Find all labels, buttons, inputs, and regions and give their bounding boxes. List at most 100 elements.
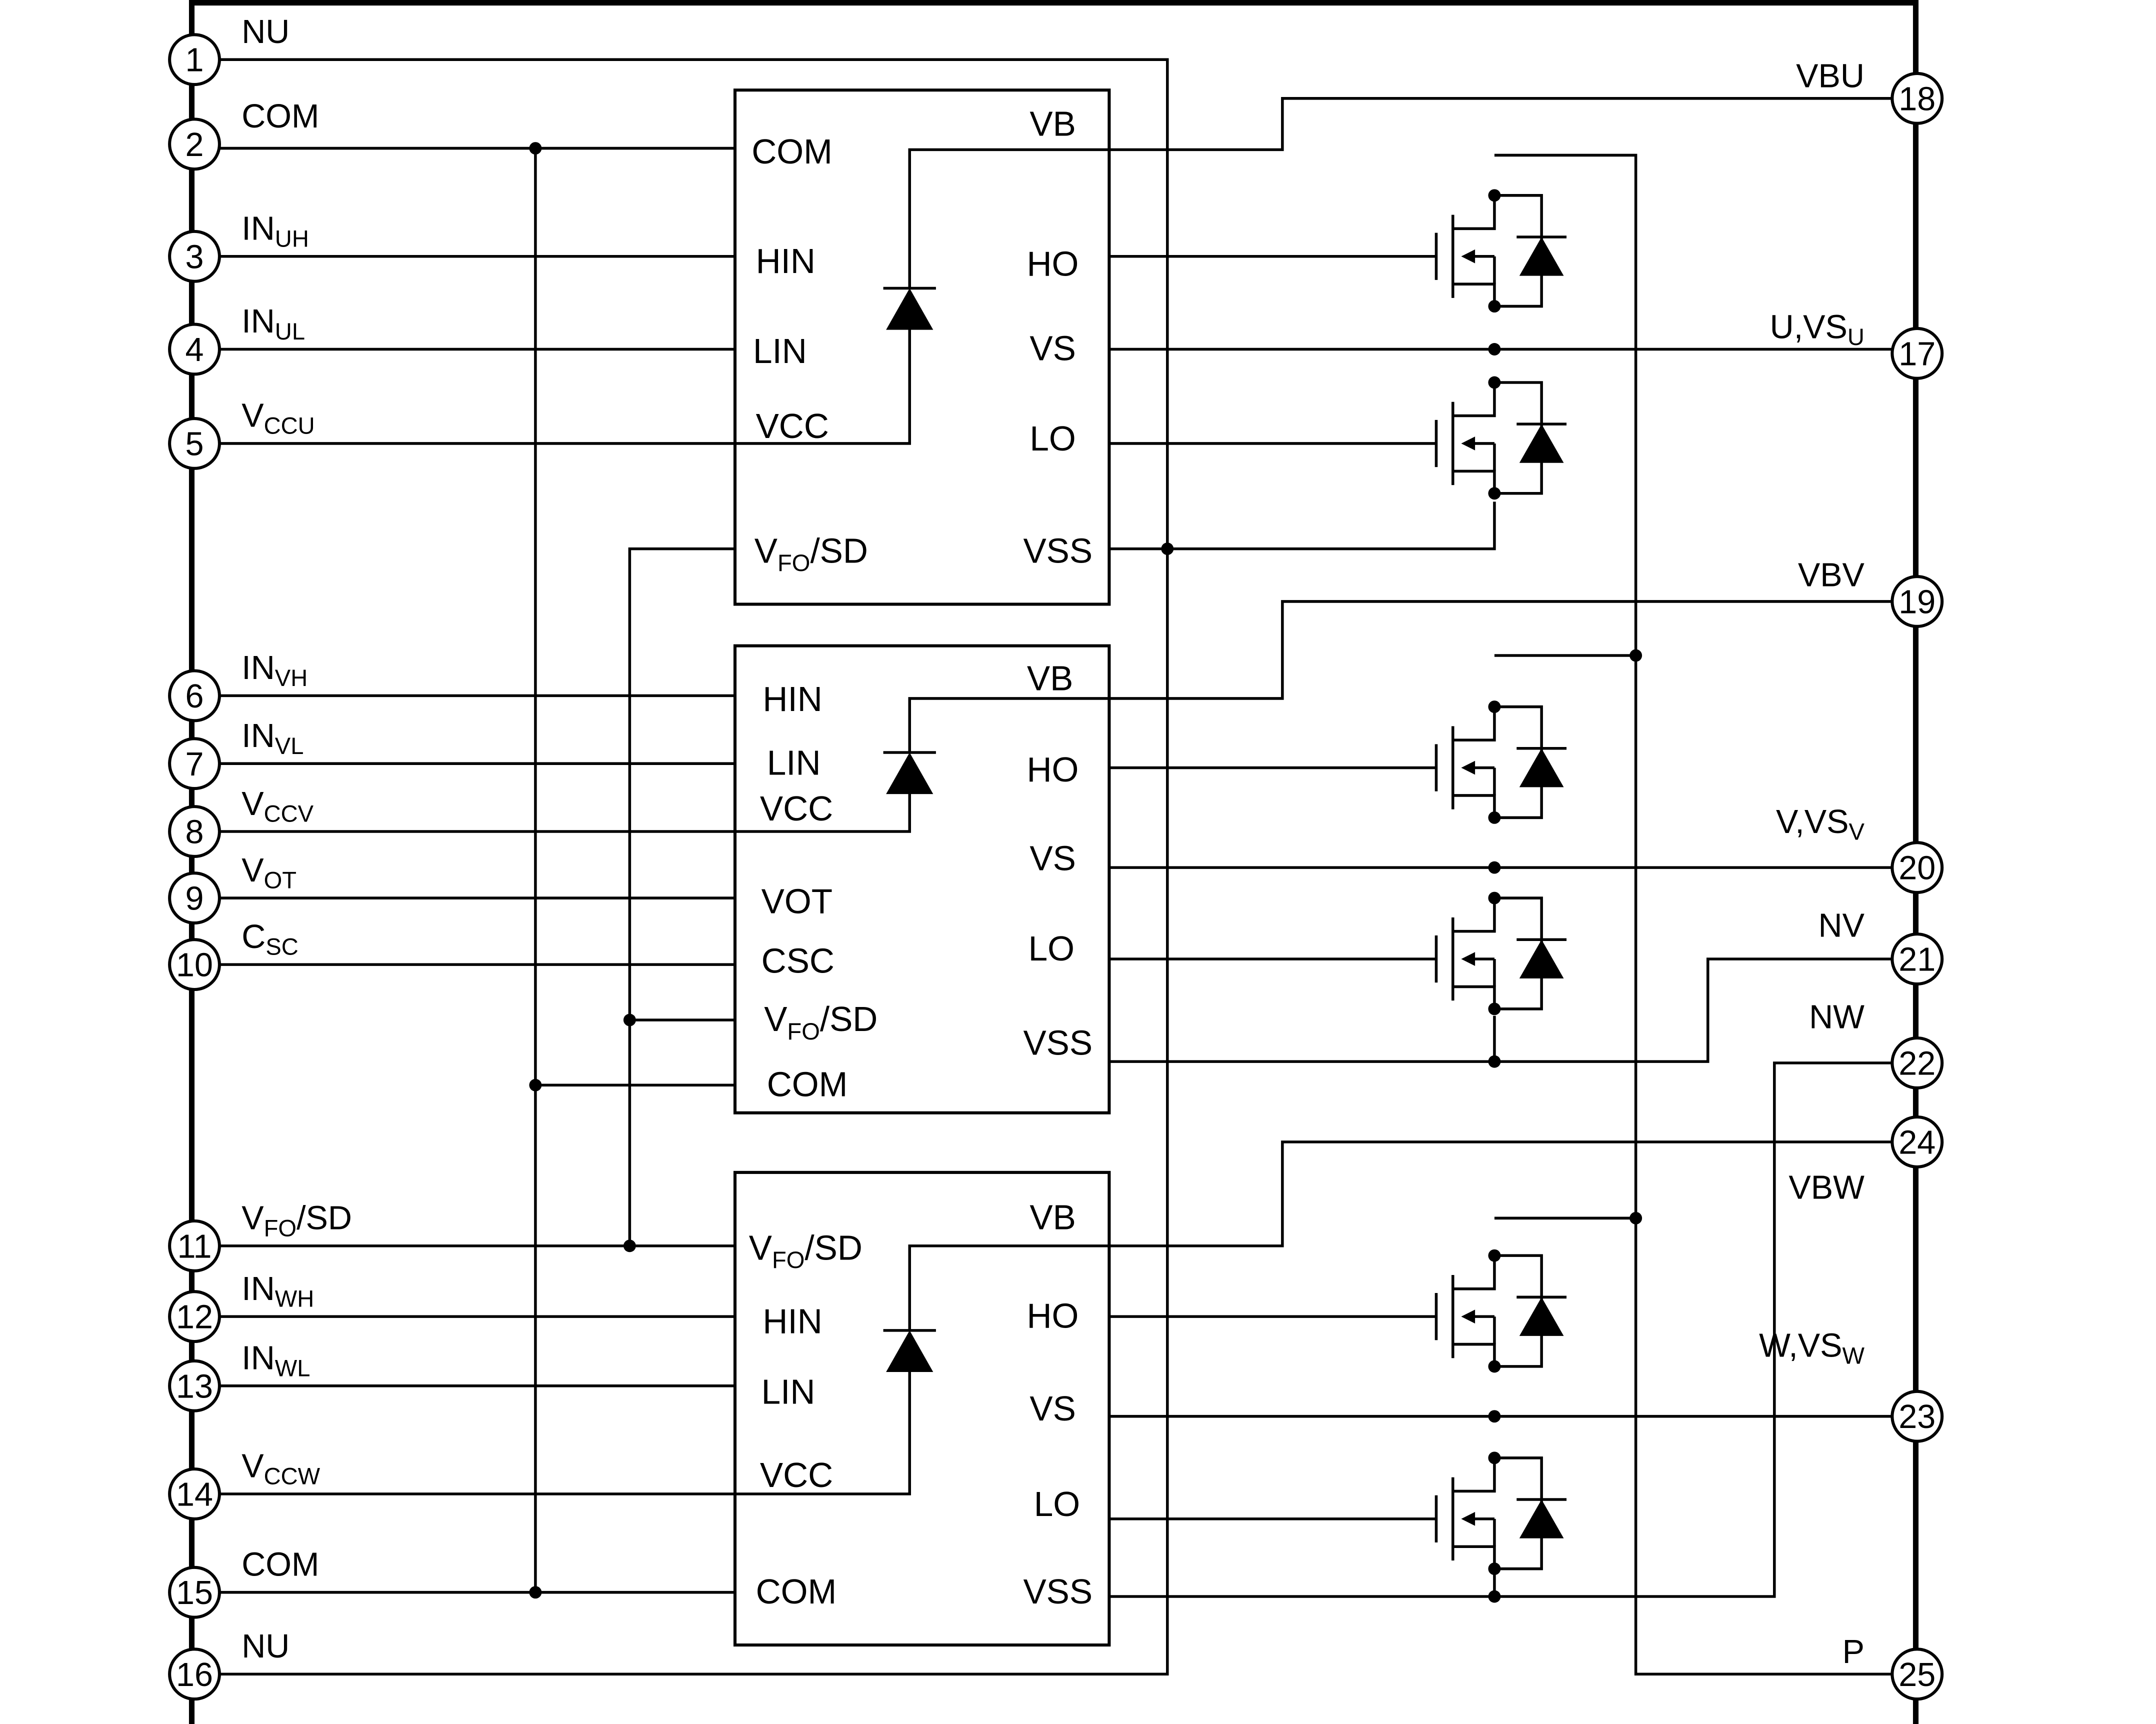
pin-circle bbox=[1890, 932, 1944, 986]
pin-number: 14 bbox=[176, 1476, 213, 1513]
wiring bbox=[194, 58, 1916, 1676]
pin-label: V,VSV bbox=[1776, 804, 1864, 845]
pin-10: 10 CSC bbox=[168, 918, 298, 992]
pin-label: NU bbox=[242, 14, 290, 50]
pin-circle bbox=[1890, 1390, 1944, 1443]
pin-3: 3 INUH bbox=[168, 210, 309, 283]
mosfet-v-low bbox=[1434, 892, 1567, 1016]
pin-number: 20 bbox=[1898, 850, 1936, 887]
pin-23: 23 W,VSW bbox=[1759, 1327, 1944, 1443]
driver-v-ho-label: HO bbox=[1026, 750, 1078, 789]
mosfet-w-high bbox=[1434, 1249, 1567, 1373]
pin-label: VCCW bbox=[242, 1448, 320, 1490]
pin-number: 23 bbox=[1898, 1398, 1936, 1436]
right-pin-column: 18VBU17U,VSU19VBV20V,VSV21NV22NW24VBW23W… bbox=[1759, 58, 1944, 1701]
pin-label: U,VSU bbox=[1770, 308, 1864, 350]
mosfet-v-high bbox=[1434, 700, 1567, 824]
pin-circle bbox=[1890, 72, 1944, 125]
pin-number: 13 bbox=[176, 1368, 213, 1405]
driver-w-lo-label: LO bbox=[1034, 1484, 1080, 1524]
pin-circle bbox=[168, 669, 221, 722]
pin-2: 2 COM bbox=[168, 98, 319, 171]
pin-number: 12 bbox=[176, 1299, 213, 1336]
pin-circle bbox=[168, 118, 221, 171]
pin-number: 17 bbox=[1898, 336, 1936, 372]
pin-14: 14 VCCW bbox=[168, 1448, 320, 1520]
pin-label: VCCU bbox=[242, 398, 314, 439]
pin-number: 4 bbox=[186, 332, 204, 368]
pin-label: CSC bbox=[242, 918, 298, 960]
driver-v-vcc-label: VCC bbox=[760, 789, 833, 828]
pin-number: 10 bbox=[176, 947, 213, 984]
driver-w-vcc-label: VCC bbox=[760, 1456, 833, 1494]
driver-u-vfo-label: VFO/SD bbox=[754, 531, 868, 576]
pin-circle bbox=[168, 872, 221, 925]
pin-circle bbox=[168, 1648, 221, 1701]
driver-u-box bbox=[733, 88, 1111, 606]
left-pin-column: 1NU2COM3INUH4INUL5VCCU6INVH7INVL8VCCV9VO… bbox=[168, 14, 352, 1701]
pin-number: 1 bbox=[186, 42, 204, 79]
pin-label: VOT bbox=[242, 852, 296, 894]
pin-circle bbox=[1890, 1115, 1944, 1168]
driver-v-lo-label: LO bbox=[1028, 929, 1074, 968]
driver-w-vb-label: VB bbox=[1030, 1198, 1076, 1237]
pin-label: W,VSW bbox=[1759, 1327, 1864, 1368]
pin-25: 25P bbox=[1842, 1634, 1944, 1701]
pin-number: 21 bbox=[1898, 942, 1936, 978]
pin-circle bbox=[168, 417, 221, 470]
mosfet-group bbox=[1434, 189, 1567, 1576]
driver-v-vss-label: VSS bbox=[1023, 1023, 1092, 1062]
driver-u-hin-label: HIN bbox=[756, 242, 816, 280]
pin-label: VBW bbox=[1788, 1170, 1864, 1206]
driver-v-com-label: COM bbox=[767, 1064, 848, 1104]
pin-circle bbox=[1890, 1648, 1944, 1701]
pin-label: VCCV bbox=[242, 786, 314, 827]
pin-number: 3 bbox=[186, 238, 204, 276]
pin-label: COM bbox=[242, 98, 319, 135]
pin-label: NV bbox=[1818, 908, 1865, 944]
driver-w-vss-label: VSS bbox=[1023, 1572, 1092, 1611]
pin-17: 17 U,VSU bbox=[1770, 308, 1944, 380]
pin-number: 25 bbox=[1898, 1656, 1936, 1694]
driver-u-lin-label: LIN bbox=[753, 332, 807, 370]
pin-label: INVH bbox=[242, 650, 308, 691]
driver-v-vfo-label: VFO/SD bbox=[764, 1000, 878, 1044]
pin-label: VBV bbox=[1798, 556, 1865, 594]
pin-label: INUH bbox=[242, 210, 309, 252]
pin-number: 9 bbox=[186, 880, 204, 918]
pin-label: INWH bbox=[242, 1270, 314, 1312]
pin-circle bbox=[168, 1290, 221, 1344]
pin-number: 2 bbox=[186, 126, 204, 164]
driver-w-ho-label: HO bbox=[1026, 1296, 1078, 1335]
driver-u-vs-label: VS bbox=[1030, 329, 1076, 368]
pin-circle bbox=[168, 1359, 221, 1412]
pin-circle bbox=[168, 33, 221, 86]
junction-dots bbox=[529, 142, 1642, 1603]
pin-number: 22 bbox=[1898, 1045, 1936, 1082]
pin-12: 12 INWH bbox=[168, 1270, 314, 1344]
bootstrap-diode-w bbox=[883, 1329, 936, 1372]
driver-u-lo-label: LO bbox=[1030, 419, 1076, 458]
driver-w-com-label: COM bbox=[756, 1572, 837, 1611]
pin-circle bbox=[168, 938, 221, 992]
mosfet-w-low bbox=[1434, 1452, 1567, 1576]
driver-v-vs-label: VS bbox=[1030, 839, 1076, 878]
driver-v-vot-label: VOT bbox=[762, 882, 832, 921]
driver-w-vfo-label: VFO/SD bbox=[749, 1228, 862, 1273]
pin-label: COM bbox=[242, 1546, 319, 1583]
pin-label: INVL bbox=[242, 718, 304, 759]
pin-1: 1 NU bbox=[168, 14, 290, 86]
driver-v-box bbox=[733, 644, 1111, 1114]
driver-u-com-label: COM bbox=[752, 132, 832, 171]
pin-label: VFO/SD bbox=[242, 1200, 352, 1242]
pin-number: 18 bbox=[1898, 80, 1936, 118]
pin-number: 24 bbox=[1898, 1124, 1936, 1161]
pin-label: NU bbox=[242, 1628, 290, 1665]
